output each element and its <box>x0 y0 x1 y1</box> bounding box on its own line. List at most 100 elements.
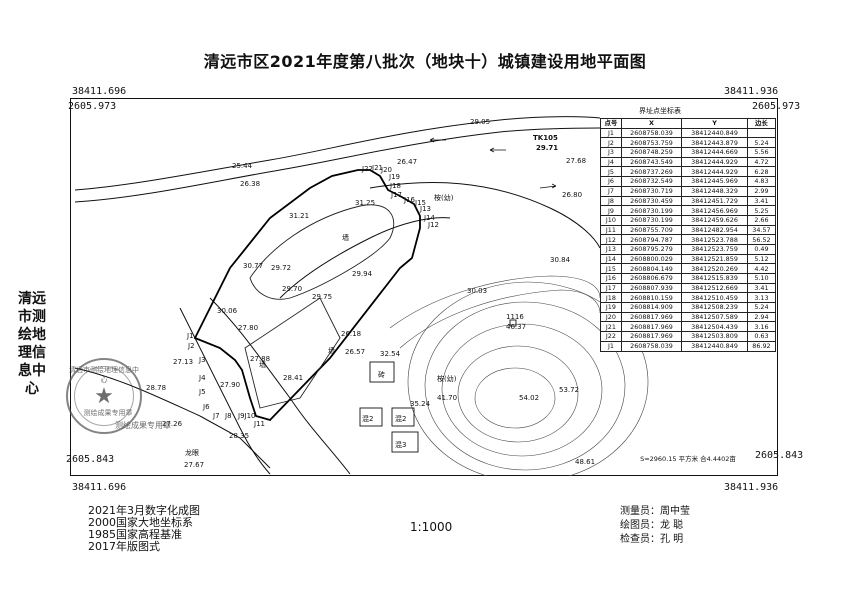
elev-label: 26.57 <box>345 348 366 356</box>
flow-arrow-3 <box>539 183 557 189</box>
elev-label: 31.25 <box>355 199 376 207</box>
table-cell: J14 <box>600 253 622 265</box>
table-cell: 6.28 <box>746 166 777 178</box>
label-wall: 墙 <box>328 347 335 355</box>
table-cell: 38412482.954 <box>681 224 748 236</box>
building-hun2b <box>391 407 415 427</box>
staff-list: 测量员：周中莹 绘图员：龙 聪 检查员：孔 明 <box>620 505 690 547</box>
map-scale: 1:1000 <box>410 520 453 534</box>
table-cell: 5.56 <box>746 147 777 158</box>
elev-label: 28.35 <box>229 432 250 440</box>
table-cell: 38412451.729 <box>681 195 748 207</box>
elev-label: 48.61 <box>575 458 596 466</box>
elev-label: 26.47 <box>397 158 418 166</box>
table-cell: 2608817.969 <box>620 321 683 333</box>
table-header: X <box>620 118 683 129</box>
table-cell: J16 <box>600 273 622 284</box>
table-cell: J19 <box>600 302 622 313</box>
elev-label: 28.78 <box>146 384 167 392</box>
area-summary: S=2960.15 平方米 合4.4402亩 <box>640 455 736 463</box>
boundary-point: J19 <box>389 173 400 181</box>
map-notes: 2021年3月数字化成图 2000国家大地坐标系 1985国家高程基准 2017… <box>88 505 200 553</box>
table-cell: J13 <box>600 243 622 255</box>
official-seal: 清远市测绘地理信息中心 ★ 测绘成果专用章 <box>66 358 142 434</box>
table-cell: 38412523.759 <box>681 243 748 255</box>
wall-enclosure-2 <box>244 297 341 409</box>
boundary-point: J6 <box>203 403 210 411</box>
boundary-point: J12 <box>428 221 439 229</box>
table-cell: 2608730.199 <box>620 214 683 226</box>
table-cell: 2608753.759 <box>620 137 683 149</box>
note-line: 2021年3月数字化成图 <box>88 504 200 517</box>
table-cell: 5.24 <box>746 137 777 149</box>
elev-label: 30.06 <box>217 307 238 315</box>
building-zhuan <box>369 361 395 383</box>
map-frame <box>70 98 778 476</box>
road-edge-upper <box>74 116 601 191</box>
contour-4 <box>424 301 626 471</box>
boundary-point: J15 <box>415 199 426 207</box>
corner-top-right-y: 2605.973 <box>752 101 801 112</box>
table-cell: 38412515.839 <box>681 273 748 284</box>
seal-star-icon: ★ <box>94 384 114 409</box>
table-cell: 0.49 <box>746 243 777 255</box>
seal-center-text: 测绘成果专用章 <box>83 409 133 417</box>
elev-label: 27.67 <box>184 461 205 469</box>
table-cell: J11 <box>600 224 622 236</box>
elev-label: 28.41 <box>283 374 304 382</box>
boundary-point: J1 <box>187 332 194 340</box>
table-cell: 2608795.279 <box>620 243 683 255</box>
table-cell: 2608748.259 <box>620 147 683 158</box>
table-cell: 3.13 <box>746 292 777 304</box>
map-tk-label: TK105 <box>533 134 558 142</box>
corner-bottom-left-x: 38411.696 <box>72 482 127 493</box>
contour-6 <box>389 275 601 329</box>
boundary-point: J7 <box>213 412 220 420</box>
note-line: 2000国家大地坐标系 <box>88 516 193 529</box>
table-cell: 2608730.459 <box>620 195 683 207</box>
table-cell: 2608737.269 <box>620 166 683 178</box>
elev-label: 27.90 <box>220 381 241 389</box>
table-cell: 38412445.969 <box>681 176 748 187</box>
elev-label: 30.77 <box>243 262 264 270</box>
table-cell: 2608743.549 <box>620 156 683 168</box>
field-line-2 <box>199 415 271 469</box>
boundary-point: J8 <box>225 412 232 420</box>
boundary-point: J9J10 <box>238 412 256 420</box>
table-cell: J1 <box>600 340 622 352</box>
elev-label: 30.03 <box>467 287 488 295</box>
table-cell: 38412440.849 <box>681 340 748 352</box>
boundary-point: J13 <box>420 205 431 213</box>
boundary-point: J21 <box>372 164 383 172</box>
corner-bottom-right-x: 38411.936 <box>724 482 779 493</box>
corner-top-right-x: 38411.936 <box>724 86 779 97</box>
contour-7 <box>399 289 601 349</box>
table-cell: 2608814.909 <box>620 302 683 313</box>
elev-label: 29.94 <box>352 270 373 278</box>
table-cell: J4 <box>600 156 622 168</box>
elev-label: 31.21 <box>289 212 310 220</box>
table-cell: 2.94 <box>746 311 777 323</box>
elev-label: 29.72 <box>271 264 292 272</box>
elev-label: 29.75 <box>312 293 333 301</box>
table-cell: 38412512.669 <box>681 282 748 294</box>
elev-label: 25.44 <box>232 162 253 170</box>
table-cell: 5.25 <box>746 205 777 216</box>
table-cell: J1 <box>600 127 622 139</box>
table-cell: 3.41 <box>746 282 777 294</box>
elev-label: 32.54 <box>380 350 401 358</box>
building-hun2a <box>359 407 383 427</box>
elev-label: 27.68 <box>566 157 587 165</box>
table-cell: 5.10 <box>746 273 777 284</box>
table-cell: J17 <box>600 282 622 294</box>
table-cell: 38412456.969 <box>681 205 748 216</box>
table-cell: 38412504.439 <box>681 321 748 333</box>
